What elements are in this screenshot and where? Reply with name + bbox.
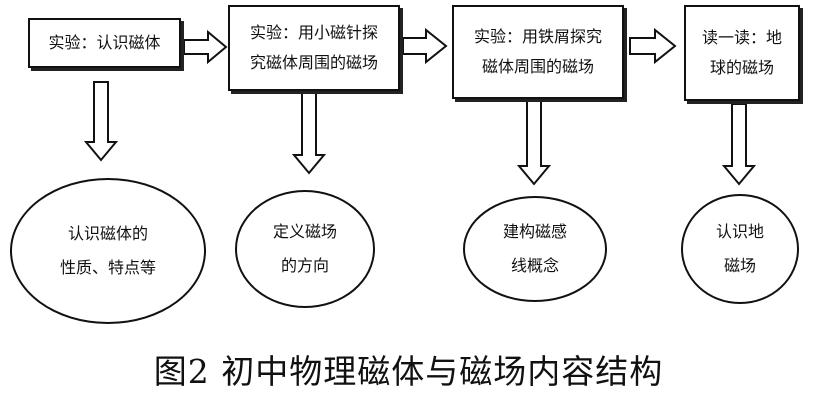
ellipse-label: 定义磁场 的方向 — [272, 222, 337, 275]
ellipse-label: 认识地 磁场 — [715, 222, 764, 275]
box-compass-experiment: 实验：用小磁针探 究磁体周围的磁场 — [228, 5, 400, 91]
ellipse-field-lines-concept: 建构磁感 线概念 — [463, 196, 607, 302]
figure-caption: 图2 初中物理磁体与磁场内容结构 — [153, 352, 664, 391]
arrow-right-2 — [402, 27, 448, 65]
box-label: 读一读：地 球的磁场 — [701, 28, 782, 77]
box-earth-magnetic-field: 读一读：地 球的磁场 — [684, 5, 800, 101]
box-label: 实验：认识磁体 — [48, 33, 161, 52]
arrow-right-1 — [183, 29, 228, 65]
ellipse-geomagnetism: 认识地 磁场 — [681, 194, 799, 304]
arrow-down-3 — [516, 99, 552, 186]
box-label: 实验：用铁屑探究 磁体周围的磁场 — [473, 27, 602, 76]
arrow-right-3 — [629, 27, 677, 65]
ellipse-magnet-properties: 认识磁体的 性质、特点等 — [10, 178, 206, 324]
box-iron-filings-experiment: 实验：用铁屑探究 磁体周围的磁场 — [452, 5, 624, 99]
arrow-down-4 — [721, 103, 757, 186]
arrow-down-1 — [83, 81, 119, 162]
box-label: 实验：用小磁针探 究磁体周围的磁场 — [249, 23, 378, 72]
box-recognize-magnet: 实验：认识磁体 — [28, 18, 181, 68]
ellipse-label: 认识磁体的 性质、特点等 — [59, 224, 156, 277]
arrow-down-2 — [291, 91, 327, 175]
ellipse-field-direction: 定义磁场 的方向 — [235, 190, 375, 308]
ellipse-label: 建构磁感 线概念 — [502, 222, 567, 275]
